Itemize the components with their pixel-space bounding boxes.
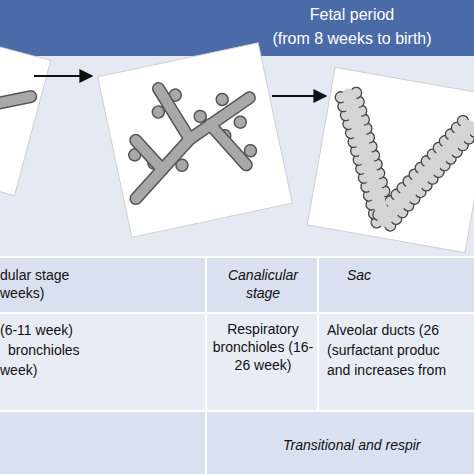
cell-text: Sac	[347, 266, 474, 284]
airway-fill	[158, 84, 189, 143]
stage-arrow	[272, 95, 326, 97]
cell-line: weeks)	[0, 284, 205, 302]
duct-fill	[384, 115, 469, 232]
empty-cell	[0, 412, 205, 474]
alveolar-bud	[233, 115, 247, 129]
airway-fill	[210, 119, 246, 171]
stage-arrow	[34, 75, 92, 77]
cell-line: bronchioles	[0, 340, 205, 360]
stage-cell: dular stageweeks)	[0, 258, 205, 312]
stage-cell: Sac	[319, 258, 474, 312]
airway-fill	[120, 98, 265, 199]
cell-text: Canalicular stage	[209, 266, 317, 302]
structure-cell: Respiratory bronchioles (16-26 week)	[207, 314, 317, 410]
airway-outline	[210, 119, 246, 171]
structure-cell: Alveolar ducts (26(surfactant producand …	[319, 314, 474, 410]
cell-line: week)	[0, 360, 205, 380]
cell-text: Alveolar ducts (26	[327, 320, 474, 340]
cell-text: Fetal period	[230, 3, 474, 27]
cell-line: (surfactant produc	[327, 340, 474, 360]
canalicular-image	[98, 43, 293, 238]
cell-line: (from 8 weeks to birth)	[230, 27, 474, 51]
cell-line: and increases from	[327, 360, 474, 380]
cell-text: (6-11 week)	[0, 320, 205, 340]
airway-fill	[136, 136, 163, 173]
stage-cell: Canalicular stage	[207, 258, 317, 312]
airway-outline	[158, 84, 189, 143]
structure-cell: (6-11 week)bronchiolesweek)	[0, 314, 205, 410]
airway-outline	[120, 98, 265, 199]
phase-cell: Transitional and respir	[207, 412, 474, 474]
cell-text: Transitional and respir	[283, 436, 474, 454]
saccular-image	[307, 67, 474, 252]
alveolar-bud	[215, 92, 229, 106]
cell-text: Respiratory bronchioles (16-26 week)	[209, 320, 317, 374]
airway-outline	[136, 136, 163, 173]
cell-text: dular stage	[0, 266, 205, 284]
